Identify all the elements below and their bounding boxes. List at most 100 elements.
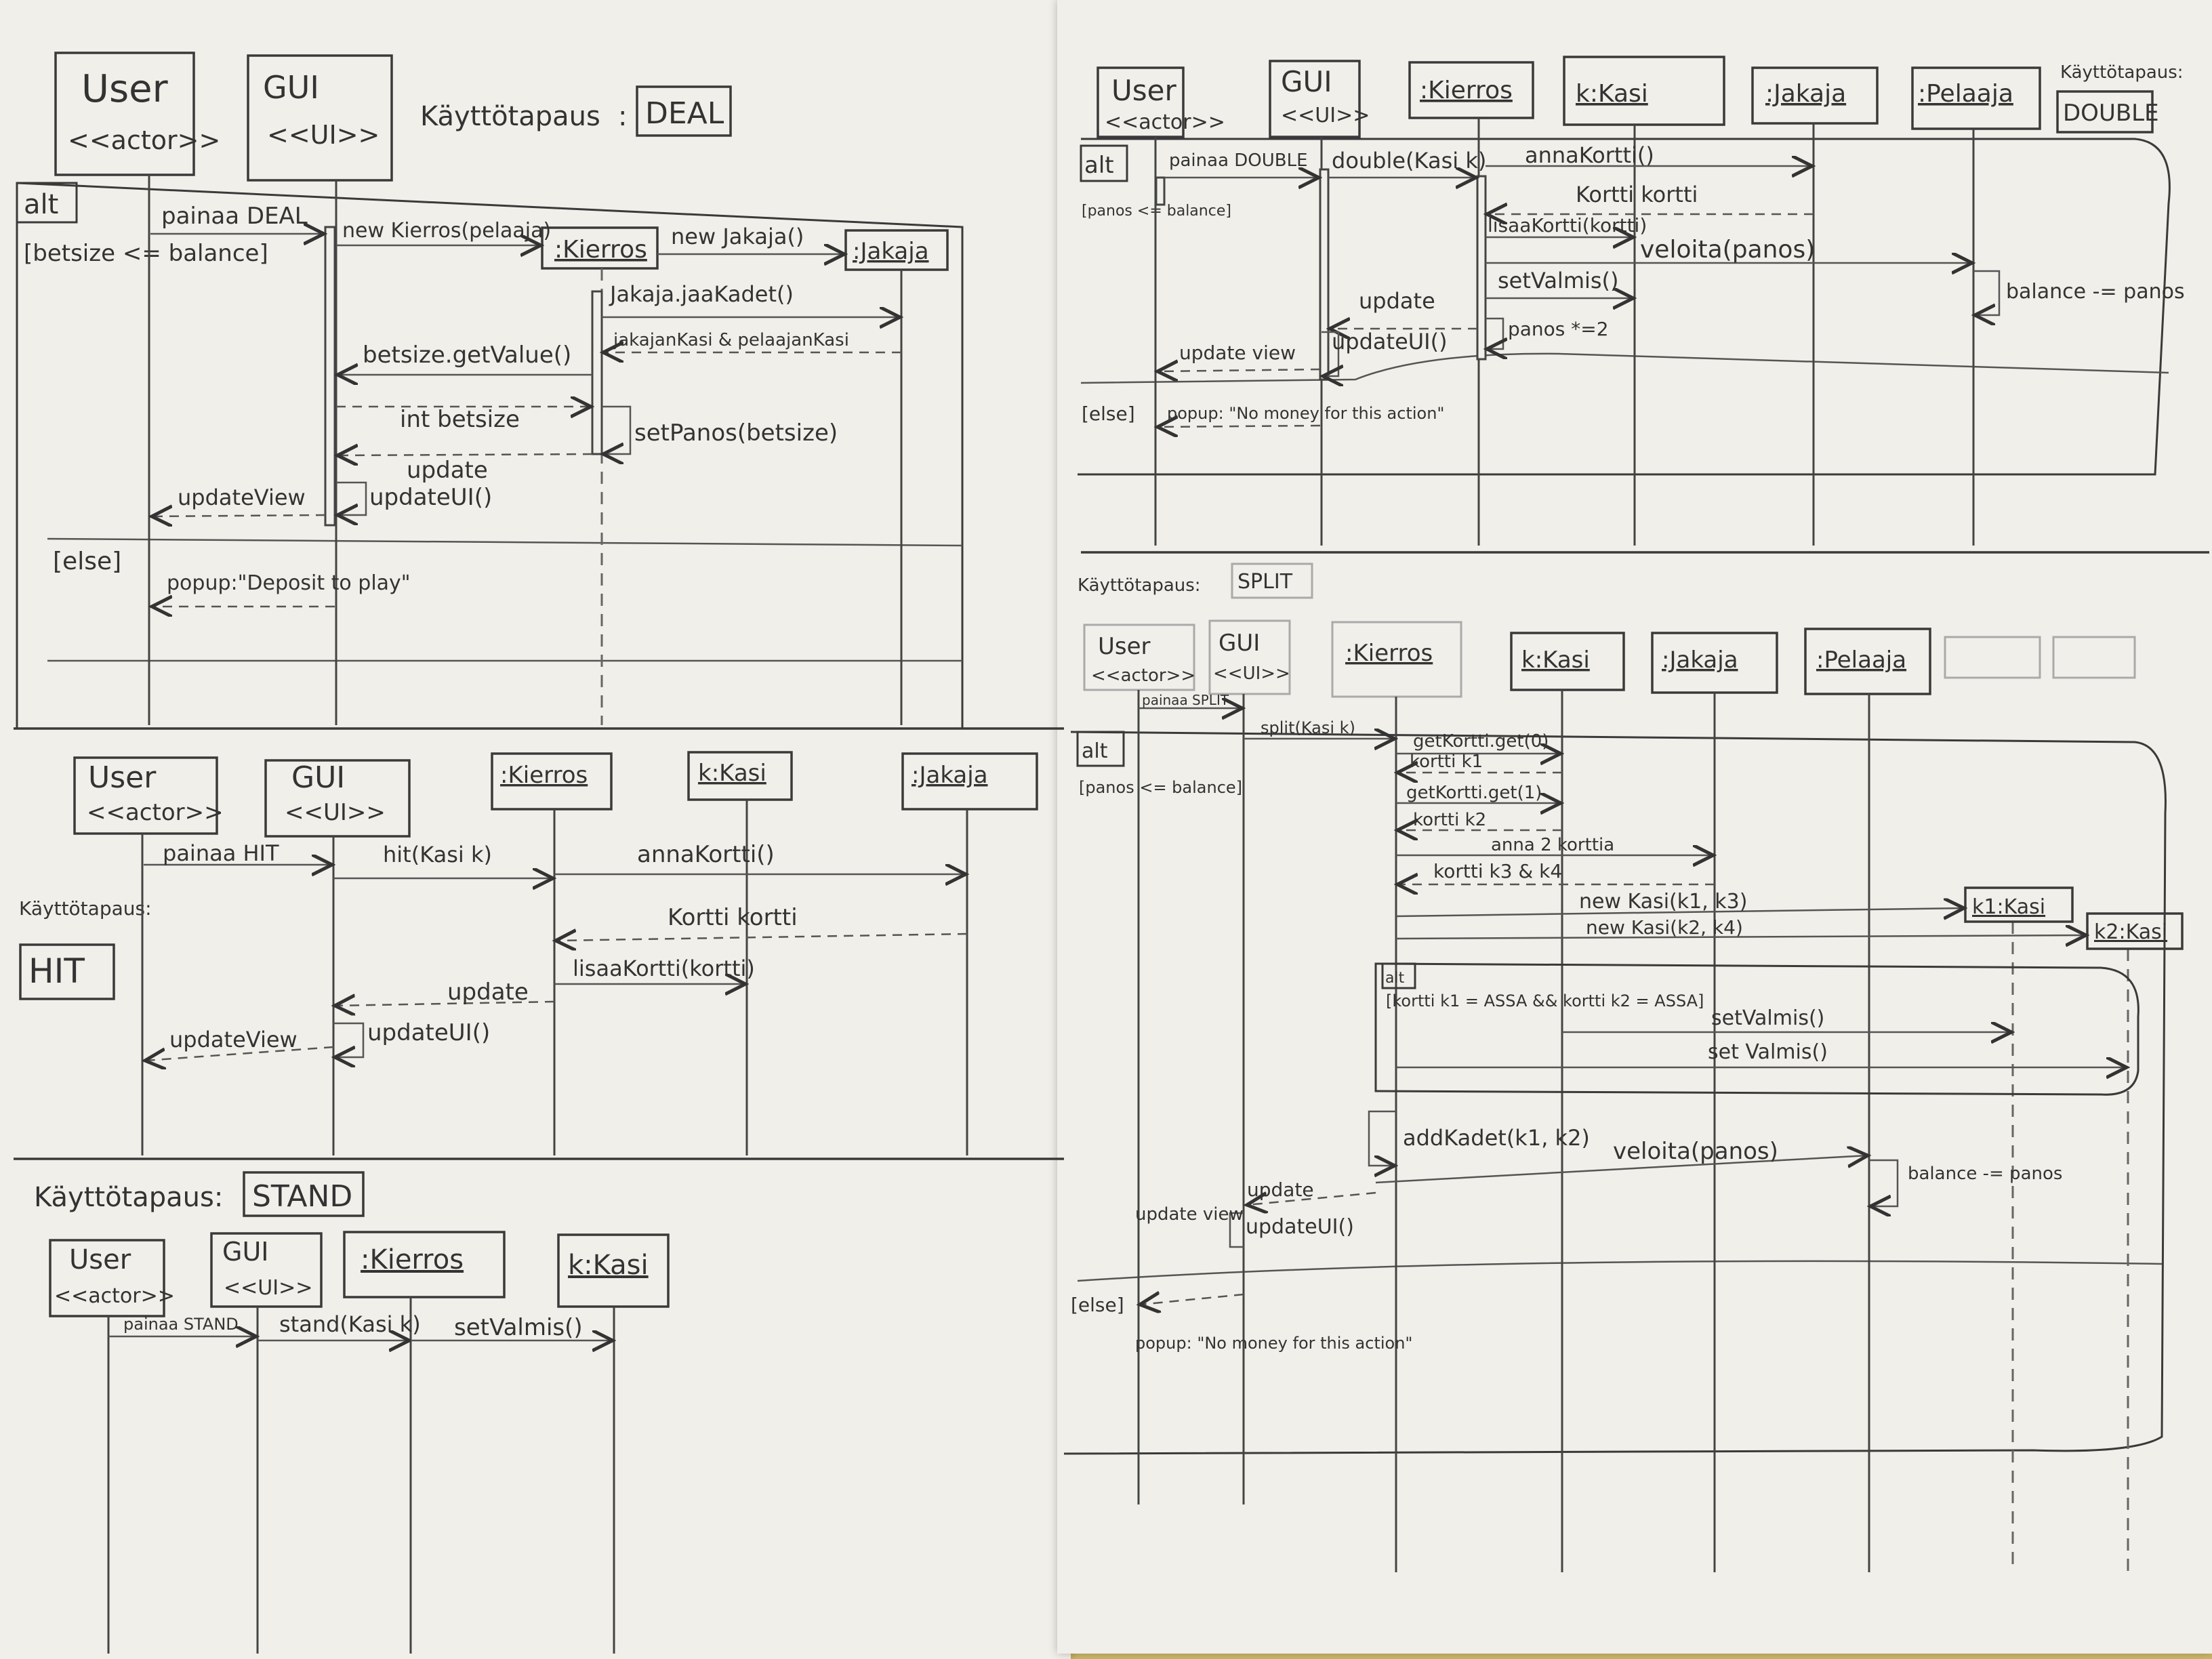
- split-msg-get1: getKortti.get(1): [1406, 783, 1542, 803]
- double-user-label: User: [1111, 74, 1176, 107]
- deal-msg-betsize-getvalue: betsize.getValue(): [363, 342, 571, 369]
- deal-user-label: User: [81, 67, 169, 111]
- stand-title: STAND: [252, 1179, 352, 1214]
- split-msg-popup: popup: "No money for this action": [1135, 1334, 1412, 1353]
- double-gui-stereotype: <<UI>>: [1281, 104, 1370, 127]
- double-gui-label: GUI: [1281, 65, 1332, 98]
- deal-kierros-label: :Kierros: [554, 236, 647, 264]
- deal-msg-new-jakaja: new Jakaja(): [671, 224, 804, 249]
- deal-guard-if: [betsize <= balance]: [24, 240, 268, 267]
- hit-msg-updateui: updateUI(): [367, 1019, 490, 1046]
- deal-msg-new-kierros: new Kierros(pelaaja): [342, 219, 551, 243]
- hit-title-label: Käyttötapaus:: [19, 897, 152, 920]
- double-title: DOUBLE: [2063, 100, 2159, 127]
- split-alt-label: alt: [1082, 739, 1108, 763]
- hit-gui-label: GUI: [291, 760, 345, 795]
- split-msg-update: update: [1247, 1179, 1314, 1201]
- hit-title: HIT: [28, 951, 85, 991]
- deal-msg-updateui: updateUI(): [369, 484, 492, 511]
- split-kasi-label: k:Kasi: [1521, 647, 1590, 674]
- deal-msg-updateview: updateView: [178, 485, 306, 510]
- split-user-label: User: [1098, 633, 1151, 660]
- stand-msg-setvalmis: setValmis(): [454, 1314, 583, 1341]
- hit-diagram: User <<actor>> GUI <<UI>> :Kierros k:Kas…: [19, 751, 1038, 1155]
- double-title-label: Käyttötapaus:: [2060, 62, 2184, 83]
- deal-else-separator: [47, 537, 963, 547]
- split-msg-k3k4: kortti k3 & k4: [1433, 860, 1562, 882]
- split-title-label: Käyttötapaus:: [1078, 575, 1201, 596]
- deal-msg-setpanos: setPanos(betsize): [634, 419, 838, 447]
- hit-kasi-label: k:Kasi: [698, 760, 766, 787]
- split-diagram: Käyttötapaus: SPLIT User <<actor>> GUI <…: [1063, 562, 2184, 1572]
- deal-msg-update: update: [407, 457, 488, 484]
- split-msg-new-kasi-1: new Kasi(k1, k3): [1579, 890, 1747, 914]
- stand-msg-painaa-stand: painaa STAND: [123, 1315, 239, 1334]
- split-msg-addkadet: addKadet(k1, k2): [1403, 1125, 1590, 1151]
- split-pelaaja-label: :Pelaaja: [1816, 647, 1906, 674]
- double-diagram: User <<actor>> GUI <<UI>> :Kierros k:Kas…: [1078, 56, 2185, 546]
- split-msg-get0: getKortti.get(0): [1413, 731, 1549, 752]
- split-msg-split-kasi: split(Kasi k): [1261, 718, 1355, 737]
- split-msg-anna2: anna 2 korttia: [1491, 835, 1614, 855]
- deal-msg-kadet-return: jakajanKasi & pelaajanKasi: [613, 330, 849, 350]
- double-msg-updateview: update view: [1179, 342, 1296, 364]
- split-msg-updateui: updateUI(): [1246, 1215, 1354, 1239]
- split-jakaja-label: :Jakaja: [1662, 647, 1738, 674]
- deal-title-label: Käyttötapaus: [420, 101, 600, 132]
- double-msg-updateui: updateUI(): [1332, 329, 1448, 354]
- double-msg-update: update: [1359, 288, 1435, 314]
- deal-user-box: [54, 52, 195, 176]
- deal-msg-painaa-deal: painaa DEAL: [161, 203, 308, 230]
- split-msg-new-kasi-2: new Kasi(k2, k4): [1586, 916, 1743, 939]
- double-msg-annakortti: annaKortti(): [1525, 142, 1654, 168]
- split-msg-painaa-split: painaa SPLIT: [1142, 692, 1229, 708]
- stand-kierros-label: :Kierros: [361, 1244, 464, 1275]
- deal-alt-label: alt: [24, 189, 58, 220]
- split-guard-else: [else]: [1071, 1294, 1124, 1316]
- deal-gui-label: GUI: [263, 69, 319, 106]
- deal-gui-box: [247, 54, 393, 182]
- deal-guard-else: [else]: [53, 548, 121, 575]
- double-guard-else: [else]: [1082, 403, 1135, 425]
- double-msg-balance: balance -= panos: [2006, 280, 2185, 304]
- hit-user-stereotype: <<actor>>: [87, 799, 224, 826]
- deal-msg-jaa-kadet: Jakaja.jaaKadet(): [609, 281, 794, 307]
- hit-jakaja-label: :Jakaja: [912, 762, 988, 789]
- deal-alt-tag: [16, 182, 78, 224]
- double-msg-veloita: veloita(panos): [1640, 236, 1815, 264]
- split-msg-balance: balance -= panos: [1908, 1164, 2062, 1184]
- deal-title: DEAL: [645, 96, 724, 131]
- split-msg-setvalmis-1: setValmis(): [1711, 1006, 1824, 1030]
- split-msg-k1: kortti k1: [1410, 752, 1483, 772]
- double-user-stereotype: <<actor>>: [1105, 110, 1225, 134]
- hit-msg-annakortti: annaKortti(): [637, 841, 775, 868]
- double-msg-lisaakortti: lisaaKortti(kortti): [1488, 214, 1647, 237]
- deal-diagram: User <<actor>> GUI <<UI>> Käyttötapaus :…: [16, 52, 964, 729]
- stand-gui-label: GUI: [222, 1237, 268, 1267]
- stand-user-label: User: [69, 1244, 131, 1275]
- hit-gui-stereotype: <<UI>>: [285, 799, 386, 826]
- hit-msg-painaa-hit: painaa HIT: [163, 840, 279, 866]
- stand-user-stereotype: <<actor>>: [54, 1284, 175, 1308]
- split-guard-if: [panos <= balance]: [1079, 778, 1242, 797]
- split-k1-label: k1:Kasi: [1972, 895, 2045, 919]
- double-msg-kortti-return: Kortti kortti: [1576, 182, 1698, 207]
- split-gui-stereotype: <<UI>>: [1213, 663, 1290, 684]
- stand-diagram: Käyttötapaus: STAND User <<actor>> GUI <…: [34, 1171, 670, 1654]
- stand-title-label: Käyttötapaus:: [34, 1182, 223, 1213]
- double-alt-label: alt: [1084, 152, 1114, 179]
- hit-kierros-label: :Kierros: [500, 762, 588, 789]
- double-kierros-label: :Kierros: [1420, 77, 1513, 104]
- split-k2-label: k2:Kasi: [2094, 920, 2167, 944]
- double-kasi-label: k:Kasi: [1576, 80, 1648, 108]
- stand-msg-stand-kasi: stand(Kasi k): [279, 1311, 421, 1337]
- double-jakaja-label: :Jakaja: [1765, 80, 1846, 108]
- stand-kasi-label: k:Kasi: [568, 1250, 649, 1281]
- split-user-stereotype: <<actor>>: [1091, 665, 1195, 686]
- split-msg-updateview: update view: [1135, 1204, 1244, 1225]
- hit-msg-lisaakortti: lisaaKortti(kortti): [573, 956, 755, 981]
- hit-msg-updateview: updateView: [169, 1027, 298, 1052]
- split-msg-veloita: veloita(panos): [1613, 1138, 1778, 1165]
- split-gui-label: GUI: [1218, 630, 1260, 657]
- double-msg-panos: panos *=2: [1508, 318, 1609, 340]
